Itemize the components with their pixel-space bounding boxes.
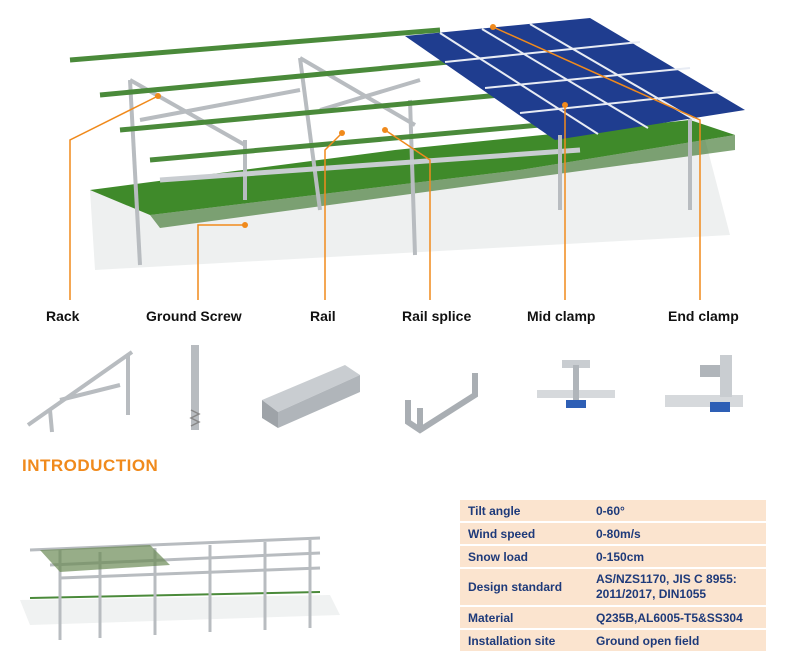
rack-icon <box>26 350 134 433</box>
table-row: Wind speed 0-80m/s <box>460 523 766 544</box>
label-rack: Rack <box>46 308 80 324</box>
spec-value: 0-60° <box>588 500 766 521</box>
label-rail: Rail <box>310 308 336 324</box>
ground-screw-icon <box>189 345 201 430</box>
mid-clamp-icon <box>537 360 615 408</box>
spec-value: Q235B,AL6005-T5&SS304 <box>588 607 766 628</box>
spec-label: Tilt angle <box>460 500 588 521</box>
introduction-heading: INTRODUCTION <box>22 456 159 475</box>
spec-label: Installation site <box>460 630 588 651</box>
specification-table: Tilt angle 0-60° Wind speed 0-80m/s Snow… <box>460 498 766 653</box>
spec-value: AS/NZS1170, JIS C 8955: 2011/2017, DIN10… <box>588 569 766 605</box>
side-view-illustration <box>20 536 340 640</box>
label-mid-clamp: Mid clamp <box>527 308 596 324</box>
ground-mount-illustration <box>69 18 745 300</box>
label-end-clamp: End clamp <box>668 308 739 324</box>
spec-value: 0-80m/s <box>588 523 766 544</box>
rails <box>69 27 541 163</box>
rail-icon <box>262 365 360 428</box>
label-rail-splice: Rail splice <box>402 308 472 324</box>
spec-value: Ground open field <box>588 630 766 651</box>
table-row: Tilt angle 0-60° <box>460 500 766 521</box>
spec-label: Design standard <box>460 569 588 605</box>
callout-lines <box>69 26 701 300</box>
table-row: Snow load 0-150cm <box>460 546 766 567</box>
rail-splice-icon <box>405 373 478 434</box>
label-ground-screw: Ground Screw <box>146 308 242 324</box>
spec-label: Snow load <box>460 546 588 567</box>
table-row: Installation site Ground open field <box>460 630 766 651</box>
solar-panels <box>405 18 745 140</box>
end-clamp-icon <box>665 355 743 412</box>
spec-label: Wind speed <box>460 523 588 544</box>
spec-value: 0-150cm <box>588 546 766 567</box>
component-icons <box>26 345 743 434</box>
spec-label: Material <box>460 607 588 628</box>
table-row: Design standard AS/NZS1170, JIS C 8955: … <box>460 569 766 605</box>
component-labels: Rack Ground Screw Rail Rail splice Mid c… <box>0 308 800 336</box>
table-row: Material Q235B,AL6005-T5&SS304 <box>460 607 766 628</box>
